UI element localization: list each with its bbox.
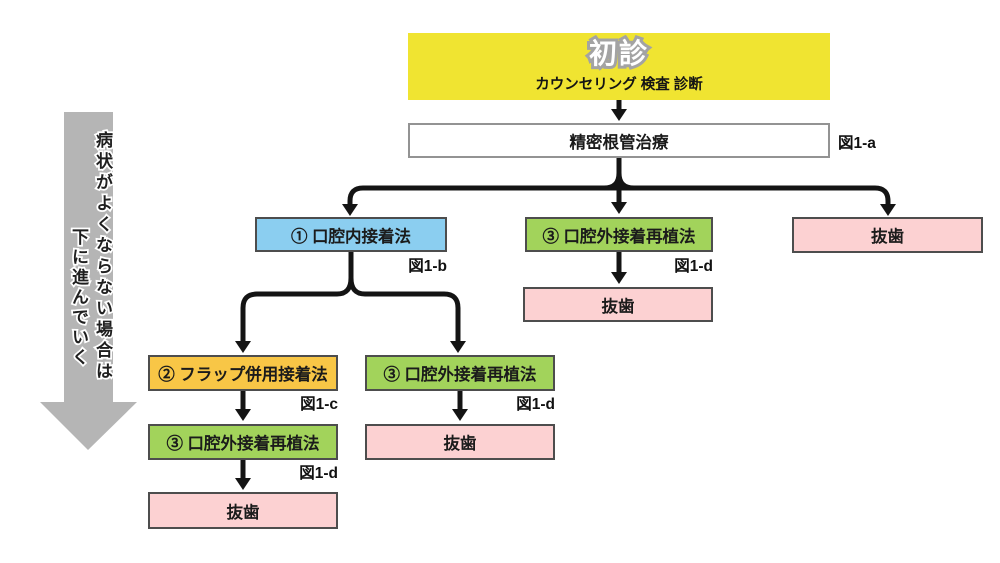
branch-right-curve — [348, 277, 461, 342]
fig-label-1d-row2: 図1-d — [516, 396, 555, 413]
node-extraoral-top-label: ③ 口腔外接着再植法 — [542, 227, 696, 246]
side-arrow-text-col1: 病状がよくならない場合は — [91, 129, 114, 385]
node-extraction-bottom-left: 抜歯 — [148, 492, 338, 529]
node-extraoral-top: ③ 口腔外接着再植法 — [525, 217, 713, 252]
node-flap-label: ② フラップ併用接着法 — [158, 366, 328, 384]
fig-label-1b: 図1-b — [408, 258, 447, 275]
fig-label-1c: 図1-c — [300, 396, 338, 413]
fig-label-1d-top: 図1-d — [674, 258, 713, 275]
node-root-canal-label: 精密根管治療 — [569, 133, 669, 152]
node-first-visit: 初診 カウンセリング 検査 診断 — [408, 33, 830, 100]
node-intraoral-adhesion: ① 口腔内接着法 — [255, 217, 447, 252]
side-arrow-text-col2: 下に進んでいく — [67, 226, 90, 370]
fig-label-1a: 図1-a — [838, 135, 876, 152]
node-extraction-middle: 抜歯 — [523, 287, 713, 322]
first-visit-title: 初診 — [586, 36, 650, 70]
node-extraction-bottom-left-label: 抜歯 — [226, 503, 260, 522]
node-extraction-middle-label: 抜歯 — [601, 297, 635, 316]
node-extraoral-left-label: ③ 口腔外接着再植法 — [166, 435, 320, 453]
node-extraoral-row2: ③ 口腔外接着再植法 — [365, 355, 555, 391]
node-intraoral-label: ① 口腔内接着法 — [290, 227, 412, 246]
node-extraoral-row2-label: ③ 口腔外接着再植法 — [383, 366, 537, 384]
first-visit-subtitle: カウンセリング 検査 診断 — [535, 76, 703, 93]
node-flap-adhesion: ② フラップ併用接着法 — [148, 355, 338, 391]
node-extraction-row3-label: 抜歯 — [443, 435, 477, 453]
branch-horizontal — [347, 185, 891, 206]
node-root-canal: 精密根管治療 — [408, 123, 830, 158]
node-extraction-right-label: 抜歯 — [871, 228, 904, 246]
node-extraction-row3: 抜歯 — [365, 424, 555, 460]
node-extraoral-left: ③ 口腔外接着再植法 — [148, 424, 338, 460]
node-extraction-right: 抜歯 — [792, 217, 983, 253]
branch-left-curve — [240, 277, 354, 342]
fig-label-1d-left: 図1-d — [299, 465, 338, 482]
